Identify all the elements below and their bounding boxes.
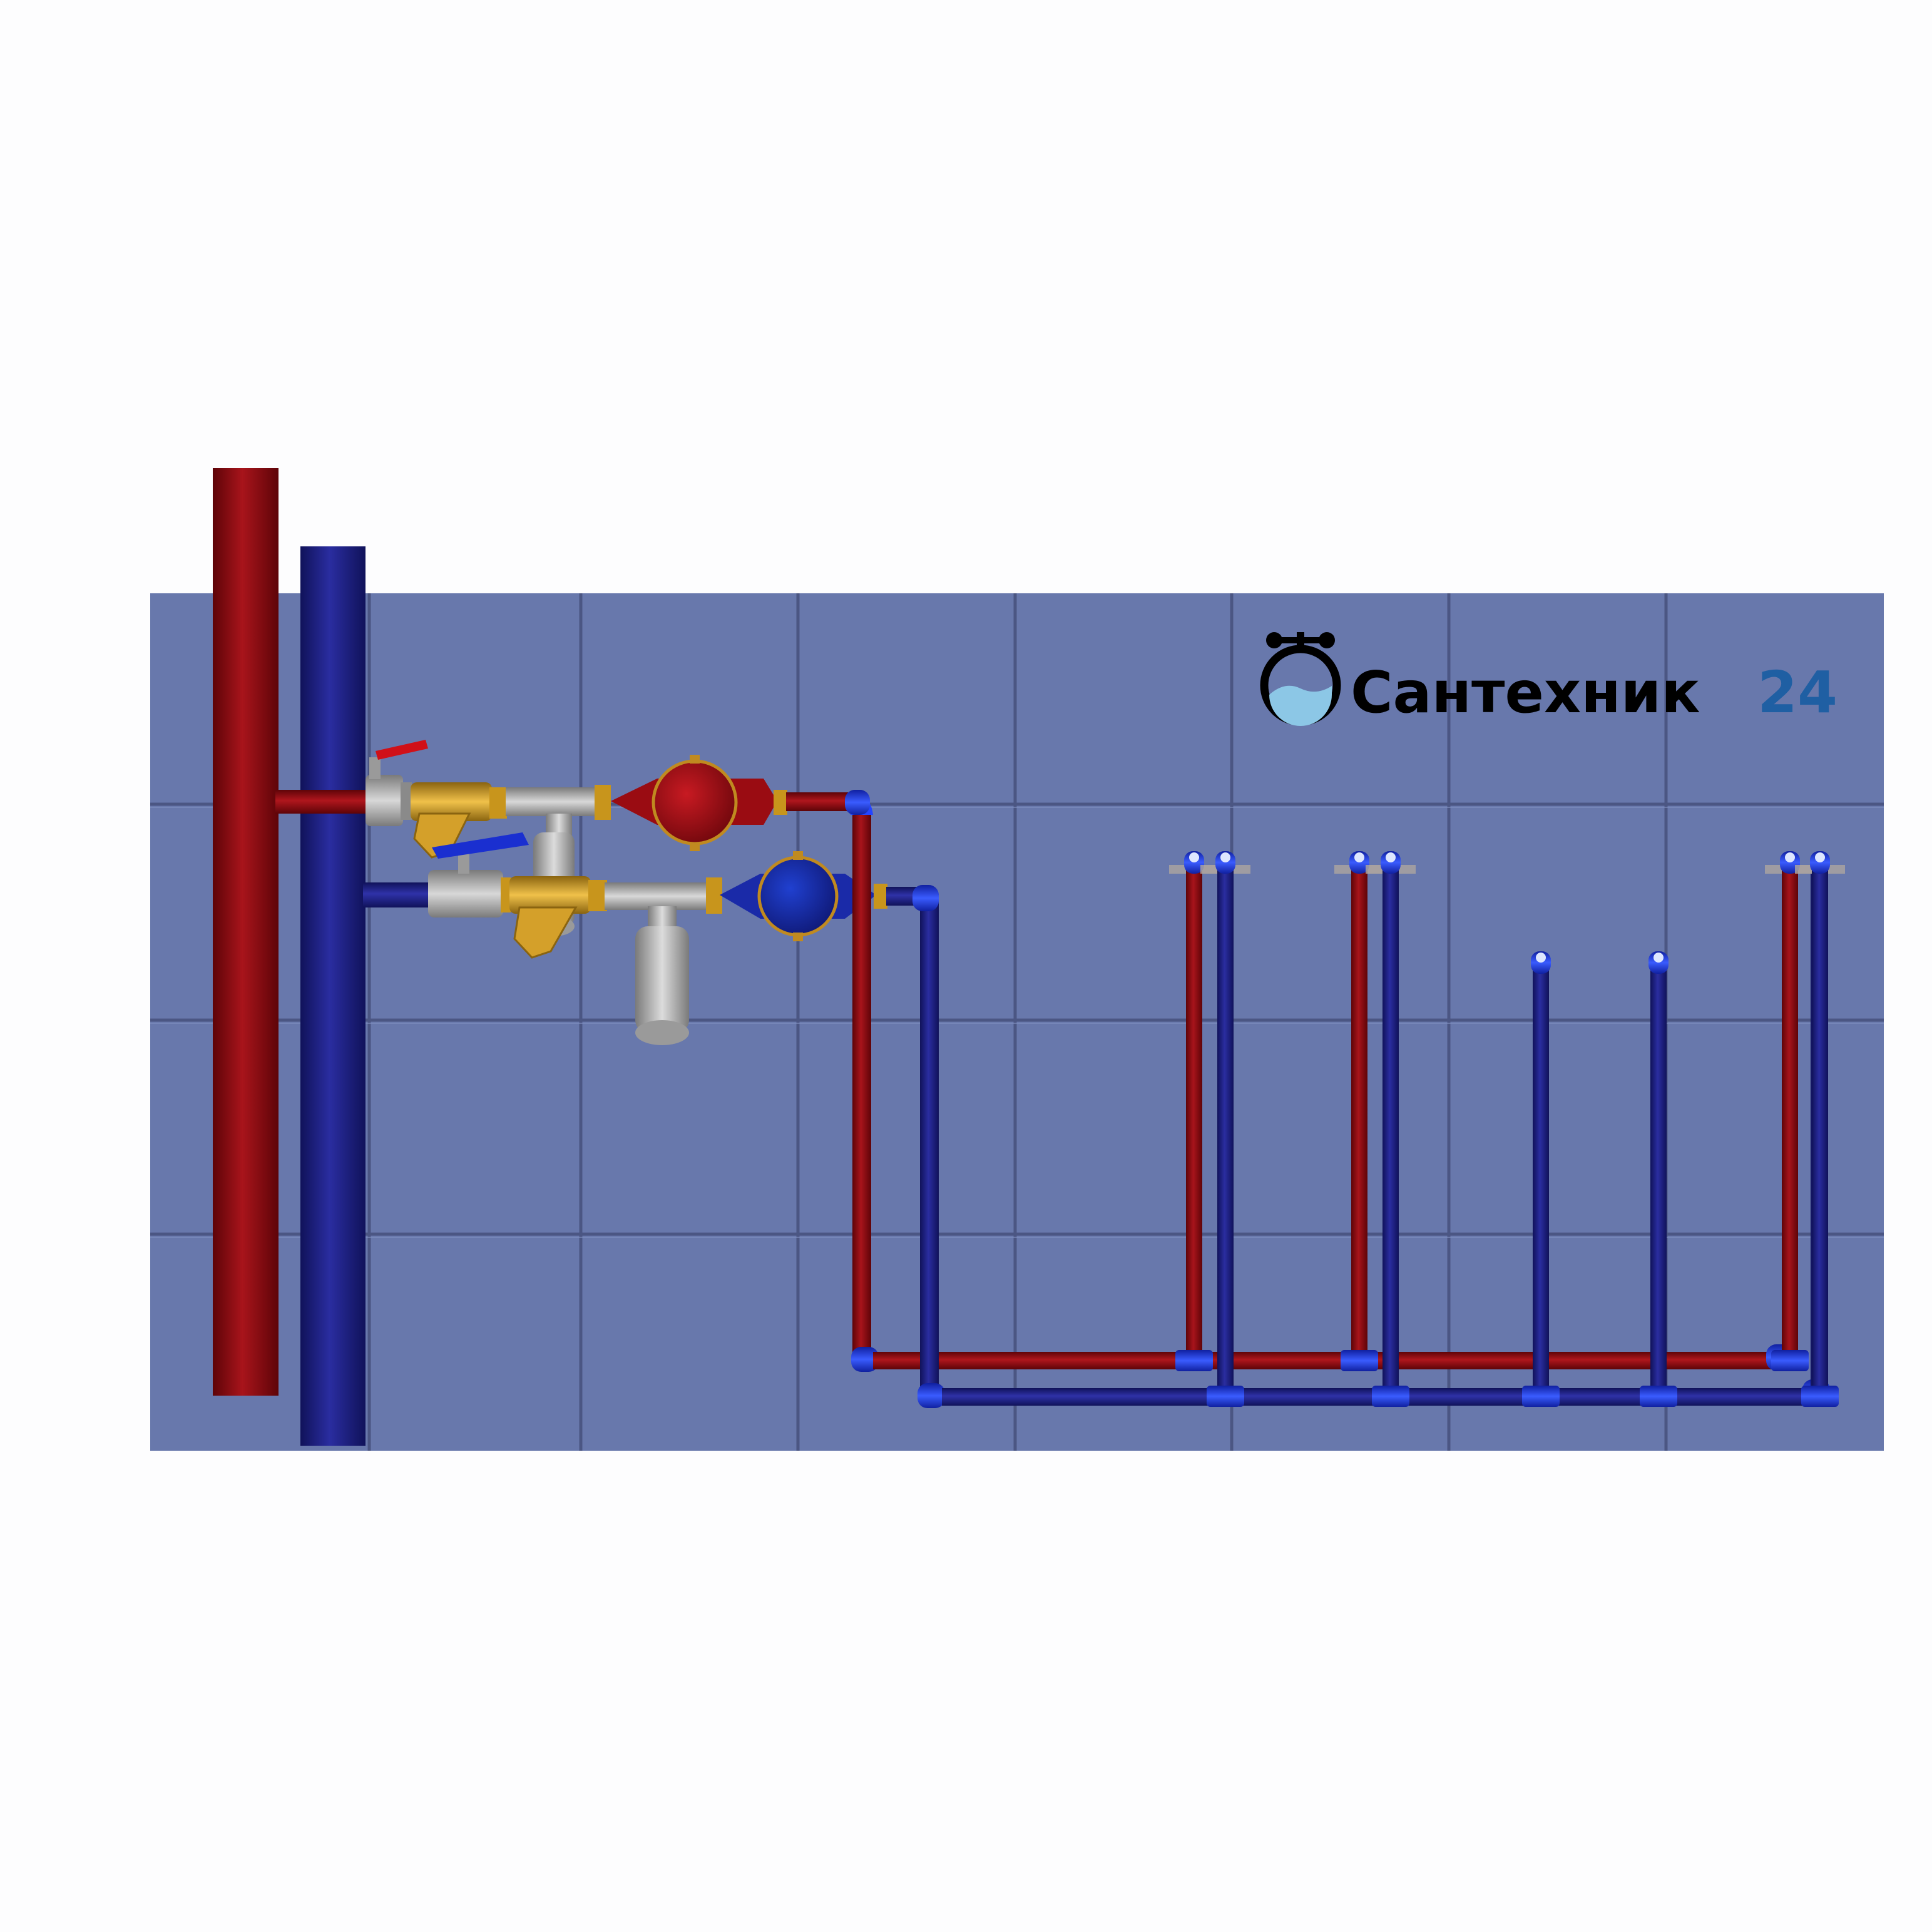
cold-inlet-assembly bbox=[363, 832, 930, 959]
logo: Сантехник 24 bbox=[1260, 632, 1837, 726]
outlet-5-cold-opening bbox=[1815, 852, 1825, 862]
outlet-5-cold-pipe bbox=[1812, 862, 1828, 1397]
outlet-5-cold-tee bbox=[1801, 1386, 1839, 1407]
logo-word: Сантехник bbox=[1351, 659, 1700, 726]
water-tank-valve-icon bbox=[1260, 632, 1341, 726]
outlet-5-hot-opening bbox=[1785, 852, 1795, 862]
outlet-1-hot-tee bbox=[1175, 1350, 1213, 1371]
outlet-3-cold-opening bbox=[1536, 953, 1546, 963]
outlet-4 bbox=[1640, 951, 1677, 1407]
outlet-1-hot-pipe bbox=[1186, 862, 1202, 1361]
outlet-2 bbox=[1334, 851, 1416, 1407]
outlet-4-cold-opening bbox=[1653, 953, 1664, 963]
outlet-2-hot-tee bbox=[1341, 1350, 1378, 1371]
outlet-5-hot-tee bbox=[1771, 1350, 1809, 1371]
hot-water-meter bbox=[652, 759, 738, 846]
outlet-2-hot-pipe bbox=[1351, 862, 1367, 1361]
hot-strainer bbox=[411, 782, 492, 821]
outlets bbox=[1169, 851, 1845, 1407]
outlet-2-hot-opening bbox=[1354, 852, 1364, 862]
cold-water-meter bbox=[757, 856, 839, 937]
cold-riser bbox=[300, 546, 365, 1446]
outlet-3-cold-tee bbox=[1522, 1386, 1560, 1407]
outlet-1-cold-tee bbox=[1207, 1386, 1244, 1407]
outlet-2-cold-pipe bbox=[1383, 862, 1399, 1397]
outlet-4-cold-pipe bbox=[1650, 963, 1667, 1397]
hot-ball-valve bbox=[365, 775, 403, 826]
hot-riser bbox=[213, 468, 279, 1396]
cold-strainer bbox=[509, 876, 591, 914]
cold-ball-valve bbox=[428, 870, 503, 917]
cold-tee bbox=[605, 882, 710, 910]
outlet-1-hot-opening bbox=[1189, 852, 1199, 862]
outlet-1-cold-pipe bbox=[1217, 862, 1234, 1397]
hot-tee bbox=[506, 787, 600, 816]
hot-distribution bbox=[845, 790, 1794, 1372]
cold-valve-handle bbox=[432, 832, 529, 859]
cold-filter bbox=[635, 906, 689, 1045]
outlet-1-cold-opening bbox=[1220, 852, 1230, 862]
outlet-3-cold-pipe bbox=[1533, 963, 1549, 1397]
outlet-1 bbox=[1169, 851, 1250, 1407]
outlet-5-hot-pipe bbox=[1782, 862, 1798, 1361]
outlet-5 bbox=[1765, 851, 1845, 1407]
hot-valve-handle bbox=[376, 740, 428, 760]
logo-number: 24 bbox=[1757, 659, 1837, 726]
outlet-3 bbox=[1522, 951, 1560, 1407]
outlet-2-cold-tee bbox=[1372, 1386, 1409, 1407]
outlet-2-cold-opening bbox=[1386, 852, 1396, 862]
outlet-4-cold-tee bbox=[1640, 1386, 1677, 1407]
